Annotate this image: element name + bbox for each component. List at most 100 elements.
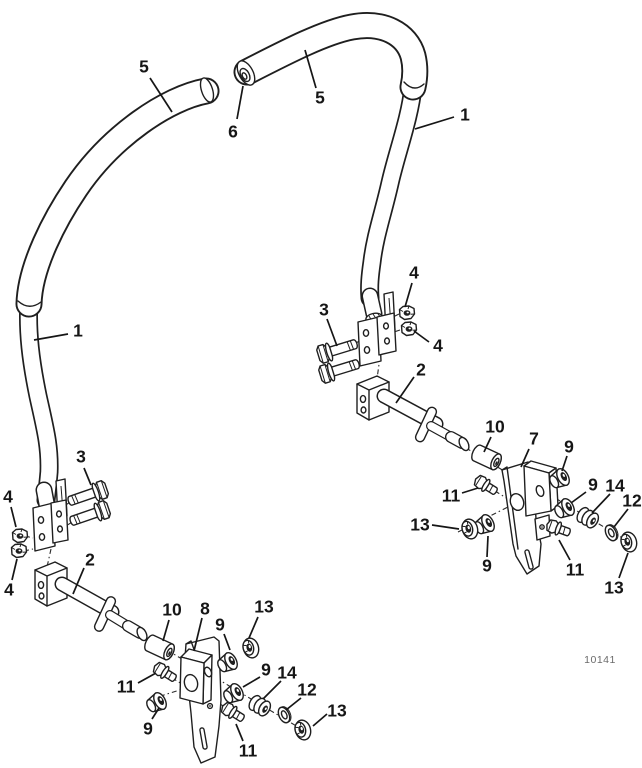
right-bracket	[501, 460, 559, 575]
callout-leader-6	[236, 85, 244, 120]
right-tube	[360, 77, 423, 308]
figure-number: 10141	[584, 654, 616, 666]
callout-7: 7	[529, 429, 539, 449]
callout-leader-5	[149, 77, 173, 113]
callout-leader-9	[151, 707, 160, 720]
callout-leader-4	[404, 282, 413, 308]
hex-nut	[398, 305, 416, 321]
callout-leader-12	[285, 697, 302, 711]
callout-4: 4	[433, 336, 443, 356]
callout-13: 13	[410, 515, 430, 535]
right-assembly	[314, 287, 640, 575]
callout-leader-13	[618, 552, 629, 579]
tube-sleeve-end	[239, 67, 251, 83]
hex-bolt	[314, 334, 361, 365]
callout-leader-10	[162, 619, 170, 642]
hex-nut	[400, 321, 418, 337]
callout-leader-14	[262, 680, 282, 700]
callout-12: 12	[622, 491, 642, 511]
callout-leader-1	[414, 116, 455, 130]
flange-nut	[618, 529, 640, 555]
callout-leader-13	[431, 524, 460, 530]
callout-11: 11	[442, 486, 461, 506]
screw	[471, 472, 501, 499]
callout-leader-13	[248, 616, 259, 639]
left-grip	[15, 77, 220, 318]
callout-8: 8	[200, 599, 210, 619]
callout-leader-3	[326, 318, 338, 347]
callout-leader-1	[33, 333, 69, 341]
washer	[275, 704, 294, 726]
left-tube	[18, 290, 59, 510]
callout-9: 9	[215, 615, 225, 635]
callout-leader-7	[520, 448, 530, 468]
callout-leader-11	[558, 539, 571, 561]
right-grip	[233, 12, 429, 101]
right-hinge-clamp	[357, 287, 397, 367]
callout-5: 5	[315, 88, 325, 108]
left-bracket	[179, 636, 222, 764]
callout-3: 3	[76, 447, 86, 467]
callout-leader-9	[223, 633, 231, 651]
callout-4: 4	[3, 487, 13, 507]
callout-11: 11	[566, 560, 585, 580]
screw	[218, 699, 248, 726]
callout-leader-5	[304, 49, 317, 89]
callout-11: 11	[239, 741, 258, 761]
callout-leader-14	[591, 493, 611, 514]
callout-leader-12	[613, 508, 629, 528]
callout-2: 2	[85, 550, 95, 570]
callout-leader-13	[312, 713, 328, 727]
callout-9: 9	[564, 437, 574, 457]
callout-9: 9	[143, 719, 153, 739]
callout-leader-10	[483, 436, 492, 453]
flange-nut	[292, 717, 314, 743]
callout-6: 6	[228, 122, 238, 142]
hex-nut	[11, 528, 29, 544]
callout-9: 9	[482, 556, 492, 576]
spring	[245, 692, 274, 719]
callout-14: 14	[277, 663, 297, 683]
callout-9: 9	[261, 660, 271, 680]
callout-12: 12	[297, 680, 317, 700]
callout-10: 10	[162, 600, 182, 620]
callout-9: 9	[588, 475, 598, 495]
hex-nut	[10, 543, 28, 559]
callout-13: 13	[327, 701, 347, 721]
spring	[573, 504, 602, 531]
callout-13: 13	[604, 578, 624, 598]
callout-leader-2	[395, 376, 415, 404]
callout-leader-11	[235, 723, 244, 742]
right-pivot-weldment	[356, 375, 470, 452]
left-assembly	[10, 478, 314, 764]
callout-10: 10	[485, 417, 505, 437]
screw	[150, 659, 180, 686]
callout-leader-11	[461, 487, 479, 494]
left-pivot-weldment	[34, 561, 148, 642]
flange-nut	[240, 635, 262, 661]
callout-leader-4	[11, 558, 18, 581]
bushing	[220, 680, 247, 708]
callout-2: 2	[416, 360, 426, 380]
callout-leader-9	[486, 535, 489, 558]
callout-13: 13	[254, 597, 274, 617]
washer	[602, 522, 621, 544]
callout-4: 4	[4, 580, 14, 600]
callout-leader-4	[413, 330, 430, 343]
callout-leader-9	[561, 455, 568, 472]
callout-1: 1	[460, 105, 470, 125]
callout-leader-9	[242, 676, 261, 688]
callout-leader-2	[72, 567, 85, 595]
callout-14: 14	[605, 476, 625, 496]
callout-3: 3	[319, 300, 329, 320]
spacer	[141, 632, 178, 663]
callout-11: 11	[117, 677, 136, 697]
callout-4: 4	[409, 263, 419, 283]
callout-leader-3	[83, 467, 92, 486]
callout-1: 1	[73, 321, 83, 341]
left-hinge-clamp	[32, 478, 69, 552]
callout-leader-9	[570, 491, 587, 504]
